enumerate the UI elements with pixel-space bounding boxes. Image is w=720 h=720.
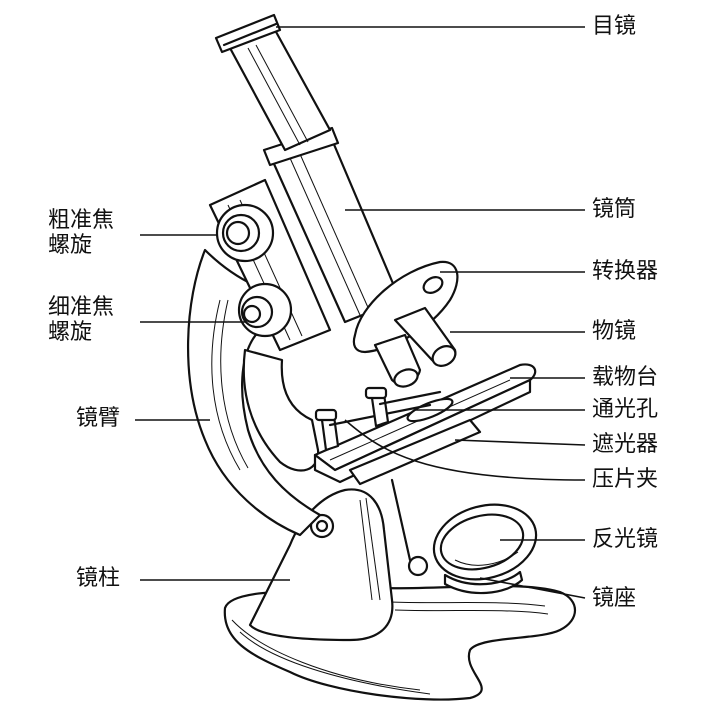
mirror-assembly <box>390 478 538 595</box>
label-mirror: 反光镜 <box>592 527 659 552</box>
label-arm: 镜臂 <box>76 406 121 431</box>
label-eyepiece: 目镜 <box>592 14 637 39</box>
label-base: 镜座 <box>592 586 637 611</box>
label-coarse-line1: 粗准焦 <box>48 208 115 233</box>
focus-block <box>208 178 332 352</box>
label-fine-focus: 细准焦 螺旋 <box>48 295 114 346</box>
label-fine-line2: 螺旋 <box>48 320 93 346</box>
label-diaphragm: 遮光器 <box>592 432 659 457</box>
label-stage: 载物台 <box>592 365 659 390</box>
pillar <box>248 488 394 642</box>
specimen-stage <box>313 363 537 486</box>
label-nosepiece: 转换器 <box>592 259 659 284</box>
label-coarse-focus: 粗准焦 螺旋 <box>48 208 114 259</box>
nosepiece <box>352 260 459 388</box>
label-objective: 物镜 <box>592 319 637 344</box>
label-fine-line1: 细准焦 <box>48 295 115 320</box>
label-aperture: 通光孔 <box>592 397 659 422</box>
label-tube: 镜筒 <box>592 197 637 222</box>
label-coarse-line2: 螺旋 <box>48 233 93 259</box>
label-clip: 压片夹 <box>592 467 659 492</box>
leader-lines <box>135 26 586 599</box>
label-pillar: 镜柱 <box>76 566 121 591</box>
body-tube <box>214 13 402 324</box>
